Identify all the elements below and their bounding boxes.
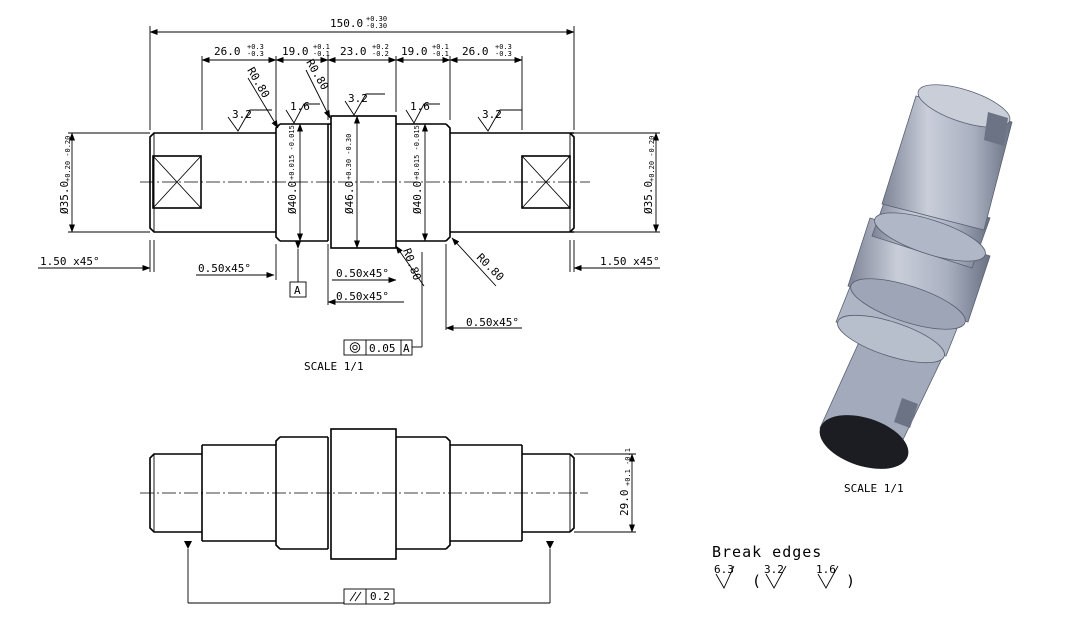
svg-text:(: ( <box>752 572 762 590</box>
svg-text:+0.30: +0.30 <box>366 15 387 23</box>
seg1-dimension: 26.0 <box>214 45 241 58</box>
dia-bearing-right: Ø40.0 <box>411 181 424 214</box>
svg-text:3.2: 3.2 <box>232 108 252 121</box>
svg-text:+0.2: +0.2 <box>372 43 389 51</box>
chamfer-callouts: 1.50 x45° 1.50 x45° 0.50x45° 0.50x45° 0.… <box>38 240 660 331</box>
chamfer-label: 0.50x45° <box>466 316 519 329</box>
radius-label: R0.80 <box>303 57 331 92</box>
svg-text:+0.015 -0.015: +0.015 -0.015 <box>413 125 421 180</box>
dim-dia-inner: Ø40.0 +0.015 -0.015 Ø46.0 +0.30 -0.30 Ø4… <box>286 115 428 249</box>
chamfer-label: 0.50x45° <box>336 267 389 280</box>
dia-bearing-left: Ø40.0 <box>286 181 299 214</box>
seg5-dimension: 26.0 <box>462 45 489 58</box>
shaft-outline-top <box>149 428 575 560</box>
radius-callouts: R0.80 R0.80 R0.80 R0.80 <box>244 57 506 287</box>
roughness-symbol: 3.2 <box>227 108 272 132</box>
svg-text:1.6: 1.6 <box>410 100 430 113</box>
svg-text:+0.1: +0.1 <box>313 43 330 51</box>
svg-text:6.3: 6.3 <box>714 563 734 576</box>
svg-text:-0.2: -0.2 <box>372 50 389 58</box>
svg-text:-0.3: -0.3 <box>495 50 512 58</box>
svg-text:+0.20 -0.20: +0.20 -0.20 <box>64 136 72 182</box>
svg-text:-0.30: -0.30 <box>366 22 387 30</box>
dim-segments: 26.0 +0.3 -0.3 19.0 +0.1 -0.1 23.0 +0.2 … <box>201 43 523 130</box>
roughness-symbol: 1.6 <box>285 100 320 124</box>
chamfer-label: 0.50x45° <box>336 290 389 303</box>
svg-text:3.2: 3.2 <box>482 108 502 121</box>
svg-text:-0.1: -0.1 <box>432 50 449 58</box>
svg-text:+0.1: +0.1 <box>432 43 449 51</box>
roughness-symbol: 3.2 <box>344 92 385 116</box>
svg-text:+0.30 -0.30: +0.30 -0.30 <box>345 134 353 180</box>
front-view: 150.0 +0.30 -0.30 26.0 +0.3 -0.3 19.0 +0… <box>38 15 660 373</box>
datum-label: A <box>294 284 301 297</box>
dia-end-left: Ø35.0 <box>58 181 71 214</box>
seg4-dimension: 19.0 <box>401 45 428 58</box>
dia-end-right: Ø35.0 <box>642 181 655 214</box>
svg-text:-0.3: -0.3 <box>247 50 264 58</box>
concentricity-frame: 0.05 A <box>343 252 423 356</box>
svg-text:+0.20 -0.20: +0.20 -0.20 <box>648 136 656 182</box>
scale-label-iso: SCALE 1/1 <box>844 482 904 495</box>
svg-text:1.6: 1.6 <box>290 100 310 113</box>
roughness-symbol: 1.6 <box>405 100 440 124</box>
parallelism-tolerance: 0.2 <box>370 590 390 603</box>
roughness-symbols: 3.2 1.6 3.2 1.6 3.2 <box>227 92 522 132</box>
svg-text:+0.1 -0.1: +0.1 -0.1 <box>624 448 632 486</box>
svg-text:+0.015 -0.015: +0.015 -0.015 <box>288 125 296 180</box>
isometric-shaft-view: SCALE 1/1 <box>819 84 1013 495</box>
surface-notes: Break edges 6.3 ( 3.2 1.6 ) <box>712 543 856 590</box>
roughness-symbol: 3.2 <box>477 108 522 132</box>
svg-text:1.6: 1.6 <box>816 563 836 576</box>
chamfer-label: 0.50x45° <box>198 262 251 275</box>
svg-text:+0.3: +0.3 <box>495 43 512 51</box>
concentricity-tolerance: 0.05 <box>369 342 396 355</box>
parallelism-frame: 0.2 <box>184 541 554 605</box>
roughness-symbol: 3.2 <box>764 563 787 589</box>
seg3-dimension: 23.0 <box>340 45 367 58</box>
roughness-symbol: 1.6 <box>816 563 839 589</box>
roughness-symbol: 6.3 <box>714 563 735 589</box>
radius-label: R0.80 <box>244 65 272 100</box>
dia-center: Ø46.0 <box>343 181 356 214</box>
svg-text:3.2: 3.2 <box>348 92 368 105</box>
top-view: 29.0 +0.1 -0.1 0.2 <box>140 428 636 605</box>
parallelism-icon <box>349 591 362 602</box>
flat-width: 29.0 <box>618 490 631 517</box>
svg-text:3.2: 3.2 <box>764 563 784 576</box>
chamfer-right-end: 1.50 x45° <box>600 255 660 268</box>
datum-a: A <box>289 241 307 298</box>
chamfer-left-end: 1.50 x45° <box>40 255 100 268</box>
concentricity-datum: A <box>403 342 410 355</box>
radius-label: R0.80 <box>400 247 424 283</box>
dim-flat-width: 29.0 +0.1 -0.1 <box>574 448 636 533</box>
scale-label-front: SCALE 1/1 <box>304 360 364 373</box>
break-edges-note: Break edges <box>712 543 822 561</box>
concentricity-icon <box>349 342 361 353</box>
svg-text:): ) <box>846 572 856 590</box>
dim-overall: 150.0 +0.30 -0.30 <box>149 15 575 130</box>
dim-dia-ends: Ø35.0 +0.20 -0.20 Ø35.0 +0.20 -0.20 <box>58 132 660 233</box>
svg-text:+0.3: +0.3 <box>247 43 264 51</box>
overall-dimension: 150.0 <box>330 17 363 30</box>
seg2-dimension: 19.0 <box>282 45 309 58</box>
svg-text:-0.1: -0.1 <box>313 50 330 58</box>
